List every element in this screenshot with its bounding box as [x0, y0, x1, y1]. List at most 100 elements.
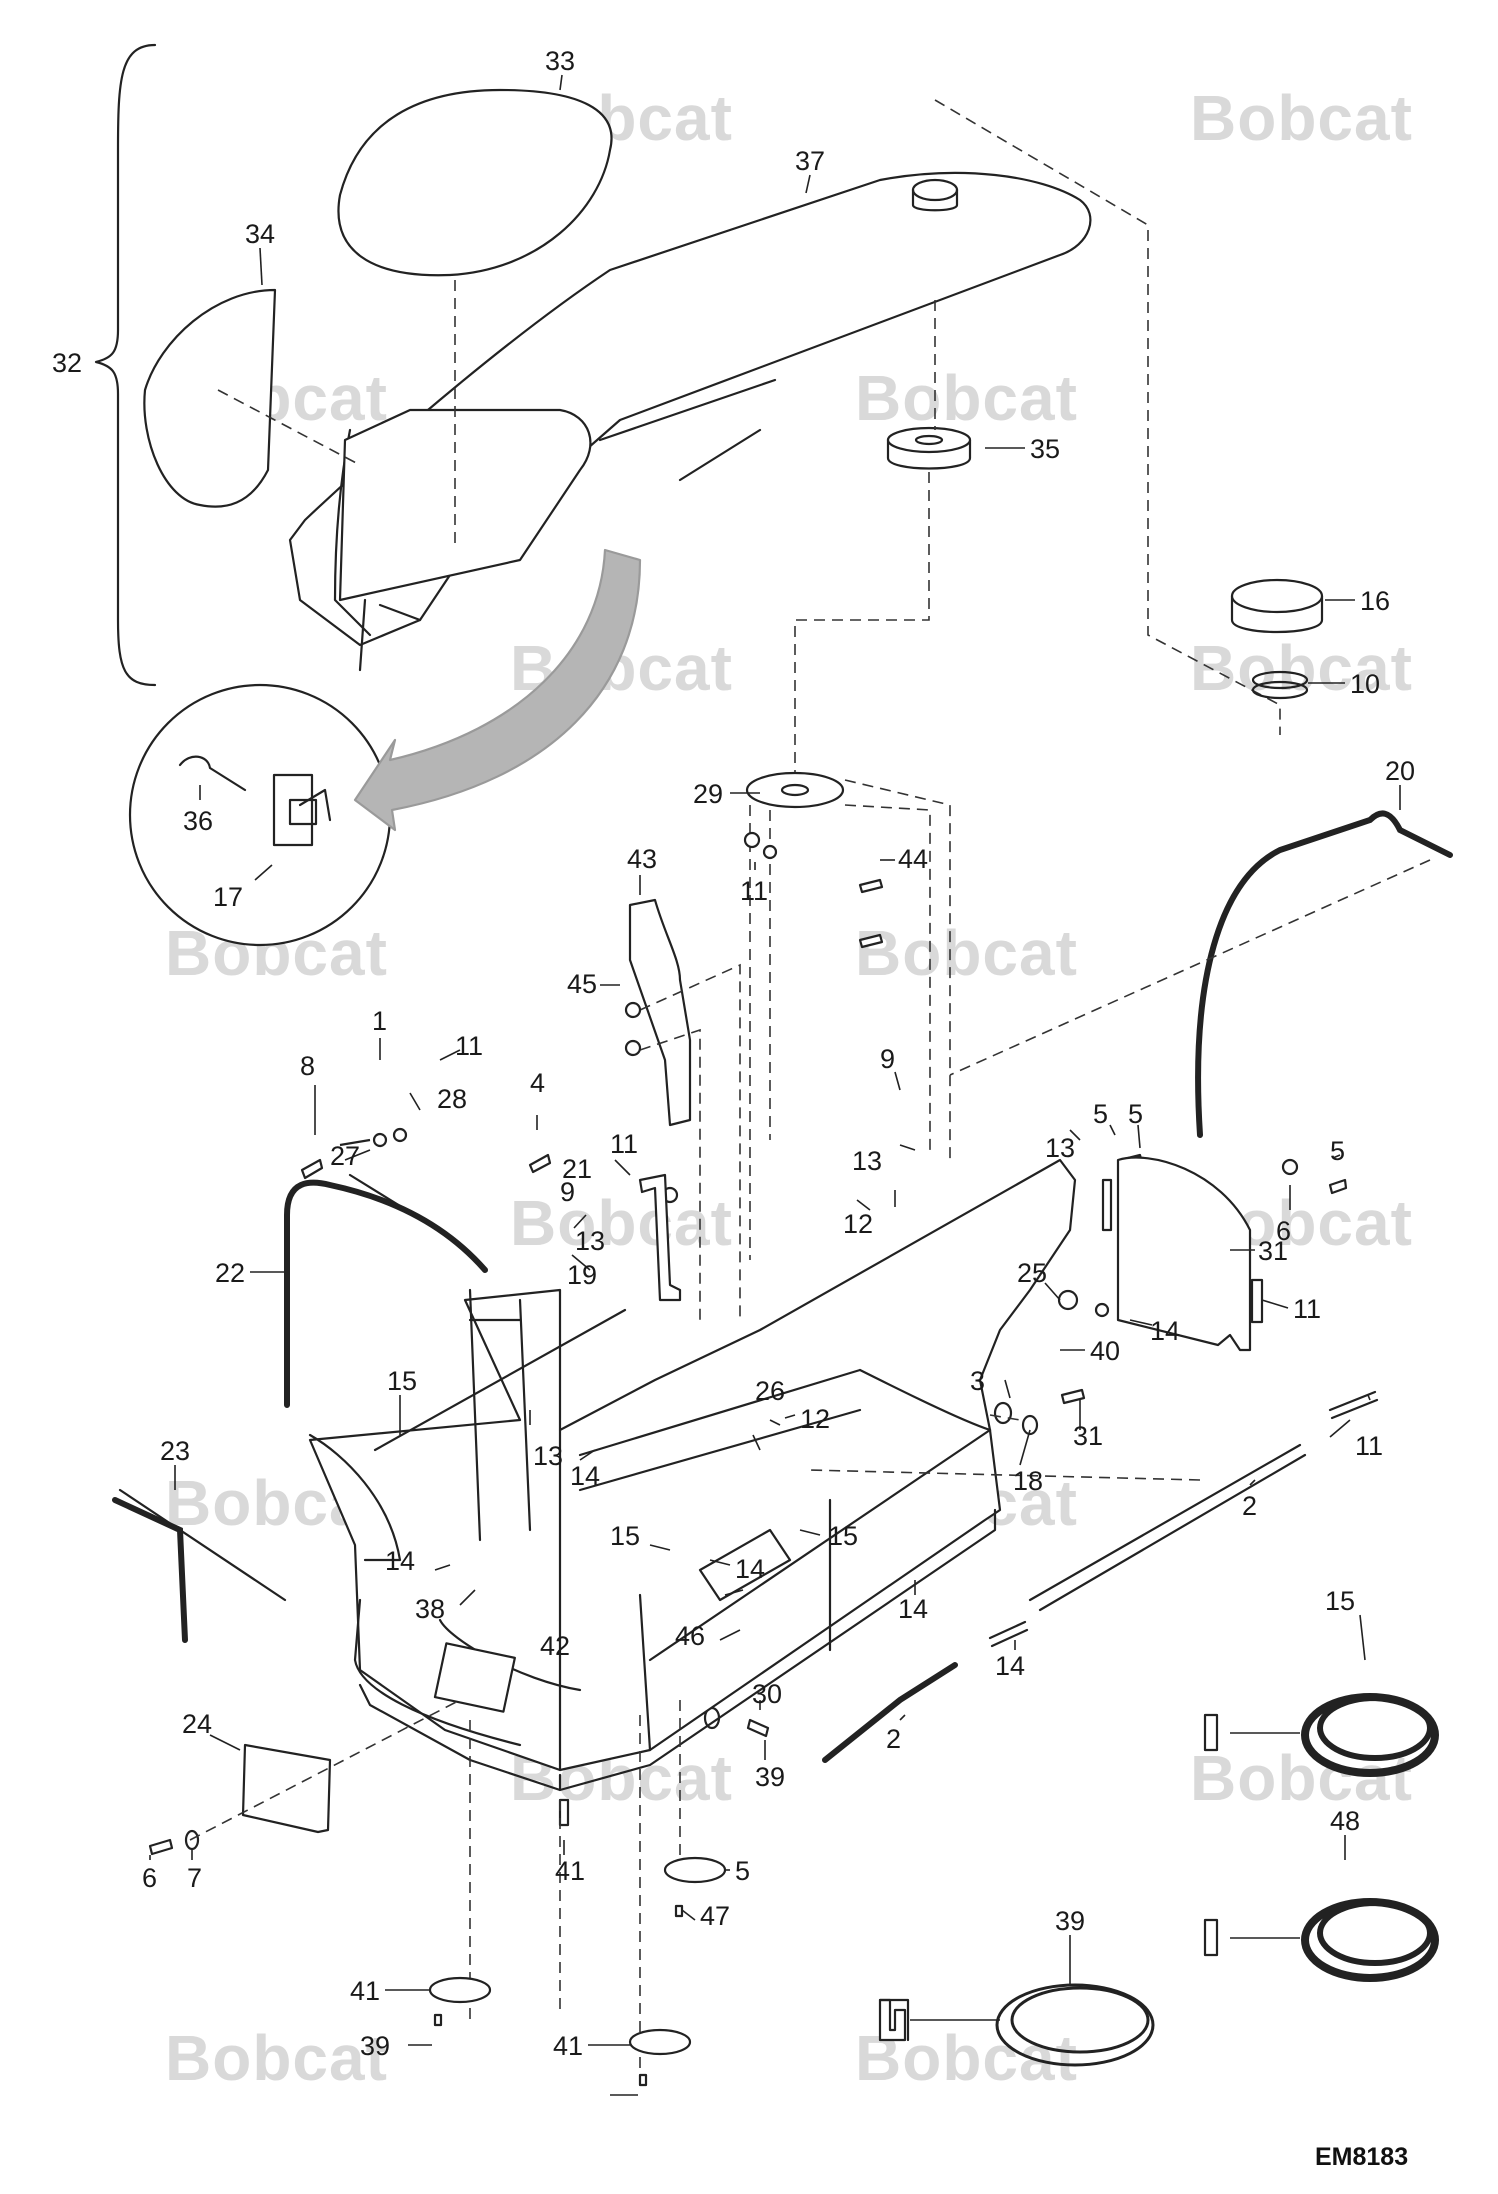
callout-label: 11 [455, 1031, 483, 1061]
callout-label: 5 [1128, 1099, 1143, 1129]
mount-bushing [745, 771, 845, 809]
support-rod [373, 1308, 627, 1452]
top-cover-shroud [288, 171, 1092, 672]
callout-label: 13 [1045, 1133, 1075, 1163]
hose-clamp [1251, 670, 1309, 700]
edge-trim-seal [822, 1662, 958, 1763]
callout-label: 21 [562, 1154, 592, 1184]
foot-pad [428, 1856, 727, 2056]
drawing-code: EM8183 [1315, 2143, 1408, 2171]
watermark: Bobcat [1190, 632, 1413, 704]
callout-label: 32 [52, 348, 82, 378]
edge-trim-seal [1195, 810, 1453, 1138]
guide-line [189, 1699, 681, 2070]
callout-label: 42 [540, 1631, 570, 1661]
callout-label: 11 [740, 876, 768, 906]
callout-label: 7 [187, 1863, 202, 1893]
callout-label: 31 [1258, 1236, 1288, 1266]
watermark: Bobcat [1190, 1742, 1413, 1814]
callout-label: 35 [1030, 434, 1060, 464]
seat-pad [337, 88, 613, 277]
callout-label: 13 [852, 1146, 882, 1176]
watermark: Bobcat [855, 917, 1078, 989]
assembly-bracket [94, 43, 157, 687]
guide-line [794, 300, 936, 780]
callout-label: 20 [1385, 756, 1415, 786]
callout-label: 15 [828, 1521, 858, 1551]
latch-detail-view [128, 548, 642, 947]
callout-label: 43 [627, 844, 657, 874]
callout-label: 33 [545, 46, 575, 76]
guide-line [639, 963, 741, 1320]
callout-label: 13 [575, 1226, 605, 1256]
callout-label: 45 [567, 969, 597, 999]
callout-label: 34 [245, 219, 275, 249]
callout-label: 18 [1013, 1466, 1043, 1496]
callout-label: 37 [795, 146, 825, 176]
watermark: Bobcat [1190, 82, 1413, 154]
side-panel [1116, 1156, 1252, 1352]
callout-label: 16 [1360, 586, 1390, 616]
callout-label: 41 [350, 1976, 380, 2006]
callout-label: 26 [755, 1376, 785, 1406]
callout-label: 31 [1073, 1421, 1103, 1451]
detail-arrow [353, 548, 642, 832]
callout-label: 14 [570, 1461, 600, 1491]
mounting-bracket [628, 898, 692, 1127]
watermark: Bobcat [510, 1187, 733, 1259]
callout-label: 2 [1242, 1491, 1257, 1521]
callout-label: 47 [700, 1901, 730, 1931]
main-frame [308, 1158, 1077, 1792]
callout-label: 15 [1325, 1586, 1355, 1616]
callout-label: 36 [183, 806, 213, 836]
hose-coil [1203, 1693, 1439, 1777]
callout-label: 5 [1093, 1099, 1108, 1129]
callout-label: 14 [735, 1554, 765, 1584]
callout-label: 3 [970, 1366, 985, 1396]
callout-label: 40 [1090, 1336, 1120, 1366]
callout-label: 19 [567, 1260, 597, 1290]
seal-strip [988, 1620, 1029, 1648]
edge-trim-coil [878, 1983, 1155, 2067]
callout-label: 39 [1055, 1906, 1085, 1936]
callout-label: 41 [553, 2031, 583, 2061]
callout-label: 6 [142, 1863, 157, 1893]
seal-strip [1328, 1390, 1379, 1420]
callout-label: 8 [300, 1051, 315, 1081]
watermark: Bobcat [855, 362, 1078, 434]
seal-strip [1101, 1178, 1113, 1232]
callout-label: 44 [898, 844, 928, 874]
callout-label: 5 [735, 1856, 750, 1886]
watermark-layer: Bobcat Bobcat Bobcat Bobcat Bobcat Bobca… [165, 82, 1413, 2094]
callout-label: 38 [415, 1594, 445, 1624]
callout-label: 12 [800, 1404, 830, 1434]
callout-label: 39 [755, 1762, 785, 1792]
guide-line [809, 1414, 1201, 1481]
hose-coil [1203, 1898, 1439, 1982]
callout-label: 10 [1350, 669, 1380, 699]
callout-label: 14 [995, 1651, 1025, 1681]
callout-label: 24 [182, 1709, 212, 1739]
side-window-panel [143, 288, 277, 508]
callout-label: 15 [387, 1366, 417, 1396]
callout-label: 39 [360, 2031, 390, 2061]
callout-label: 9 [560, 1177, 575, 1207]
callout-label: 23 [160, 1436, 190, 1466]
callout-label: 15 [610, 1521, 640, 1551]
seal-strip [1250, 1278, 1264, 1324]
guide-line [949, 859, 1431, 1076]
edge-trim-seal [112, 1488, 287, 1643]
callout-label: 5 [1330, 1136, 1345, 1166]
callout-label: 30 [752, 1679, 782, 1709]
callout-label: 29 [693, 779, 723, 809]
callout-label: 11 [1293, 1294, 1321, 1324]
seal-strip [1028, 1443, 1307, 1612]
cover-plate [241, 1743, 332, 1834]
callout-label: 9 [880, 1044, 895, 1074]
hook-rod [638, 1173, 682, 1302]
callout-label: 12 [843, 1209, 873, 1239]
callout-label: 22 [215, 1258, 245, 1288]
guide-line [217, 389, 361, 466]
callout-labels: 33 37 34 32 35 16 10 36 17 29 20 11 44 4… [52, 46, 1415, 2061]
